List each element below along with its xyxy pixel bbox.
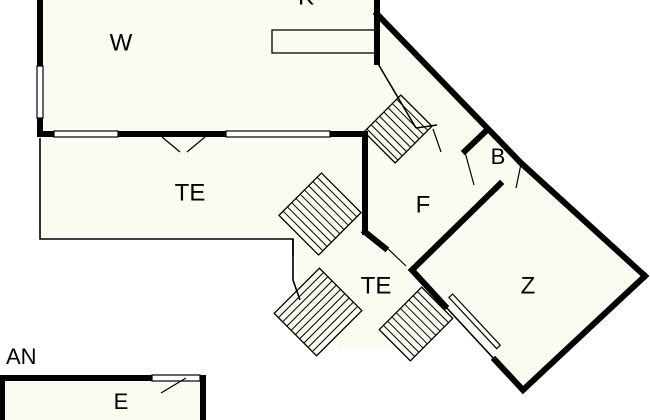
stair-terrace-left — [273, 267, 363, 357]
inner-lines — [376, 61, 496, 361]
room-label-e: E — [114, 389, 129, 414]
window-w-left — [36, 65, 44, 119]
room-label-z: Z — [521, 272, 536, 299]
windows — [36, 65, 502, 382]
annex-label: AN — [6, 344, 37, 369]
room-b-floor — [465, 130, 521, 187]
room-label-k: K — [298, 0, 314, 10]
line-k-f — [415, 124, 438, 129]
door-w-terrace-left — [161, 136, 181, 153]
room-label-b: B — [491, 144, 506, 169]
window-w-bottom-1 — [53, 130, 119, 138]
door-b — [515, 163, 522, 189]
window-w-bottom-2 — [225, 130, 331, 138]
stair-terrace-right — [378, 286, 454, 362]
kitchen-counter — [271, 29, 376, 54]
room-f-floor — [367, 125, 497, 270]
stair-terrace-top — [278, 172, 362, 256]
room-label-te-left: TE — [175, 179, 206, 206]
wall-z-bottom — [518, 271, 650, 395]
room-label-f: F — [416, 191, 431, 218]
line-k-w — [376, 61, 417, 129]
room-label-w: W — [110, 29, 133, 56]
room-w-floor — [40, 0, 416, 140]
door-w-terrace-right — [186, 136, 206, 153]
wall-k-outer — [372, 9, 526, 168]
terrace-center-outline — [292, 239, 301, 301]
room-k-floor — [377, 14, 487, 151]
wall-f-z — [407, 182, 502, 275]
room-label-te-center: TE — [361, 272, 392, 299]
wall-b-bottom — [492, 179, 505, 192]
wall-b-left — [460, 125, 492, 156]
annex-floor — [0, 378, 203, 420]
wall-f-diag — [360, 227, 390, 253]
window-z-lower — [448, 293, 502, 350]
wall-z-left — [407, 265, 450, 311]
window-annex — [151, 374, 201, 382]
wall-z-lower — [490, 355, 528, 395]
room-z-floor — [412, 163, 645, 390]
line-z-window — [444, 305, 496, 361]
wall-z-right — [516, 158, 650, 281]
doors — [160, 128, 522, 394]
door-f — [464, 151, 475, 186]
door-f-terrace — [384, 245, 407, 267]
door-k — [432, 128, 442, 153]
door-annex — [160, 377, 187, 394]
room-labels: W K TE F B Z TE E AN — [6, 0, 535, 414]
